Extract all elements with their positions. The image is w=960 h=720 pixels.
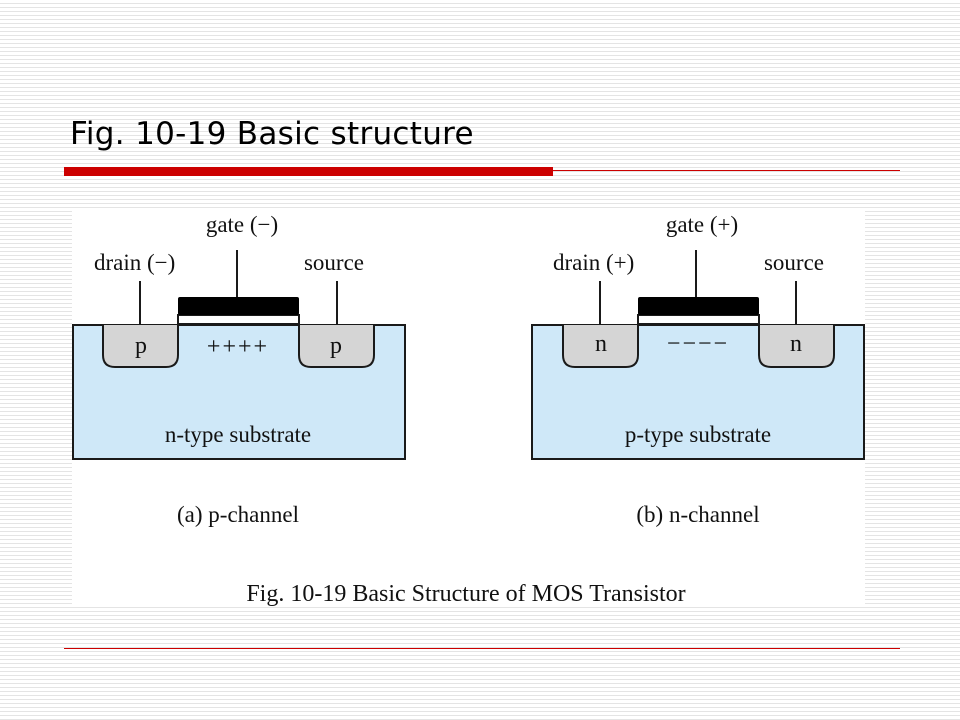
- panel-caption: (b) n-channel: [636, 502, 759, 527]
- gate-electrode: [638, 297, 759, 315]
- drain-label: drain (+): [553, 250, 634, 275]
- source-region-label: p: [330, 333, 342, 359]
- drain-region-label: n: [595, 331, 607, 357]
- gate-label: gate (+): [666, 212, 738, 237]
- gate-oxide: [637, 314, 760, 325]
- source-label: source: [764, 250, 824, 275]
- drain-diffusion: [102, 325, 179, 368]
- slide-title: Fig. 10-19 Basic structure: [70, 116, 474, 152]
- drain-diffusion: [562, 325, 639, 368]
- gate-electrode: [178, 297, 299, 315]
- drain-region-label: p: [135, 333, 147, 359]
- channel-charge-label: −−−−: [667, 331, 729, 357]
- substrate-label: p-type substrate: [625, 422, 771, 447]
- drain-label: drain (−): [94, 250, 175, 275]
- panel-caption: (a) p-channel: [177, 502, 299, 527]
- substrate-label: n-type substrate: [165, 422, 311, 447]
- title-accent-bar: [64, 167, 553, 176]
- footer-rule: [64, 648, 900, 649]
- gate-oxide: [177, 314, 300, 325]
- source-region-label: n: [790, 331, 802, 357]
- source-diffusion: [758, 325, 835, 368]
- title-underline: [553, 170, 900, 171]
- figure-caption: Fig. 10-19 Basic Structure of MOS Transi…: [246, 581, 685, 606]
- mos-figure: gate (−) drain (−) source p ++++ p n-typ…: [72, 208, 865, 606]
- source-diffusion: [298, 325, 375, 368]
- channel-charge-label: ++++: [207, 334, 269, 360]
- panel-n-channel: gate (+) drain (+) source n −−−− n p-typ…: [531, 212, 865, 527]
- source-label: source: [304, 250, 364, 275]
- gate-label: gate (−): [206, 212, 278, 237]
- panel-p-channel: gate (−) drain (−) source p ++++ p n-typ…: [72, 212, 406, 527]
